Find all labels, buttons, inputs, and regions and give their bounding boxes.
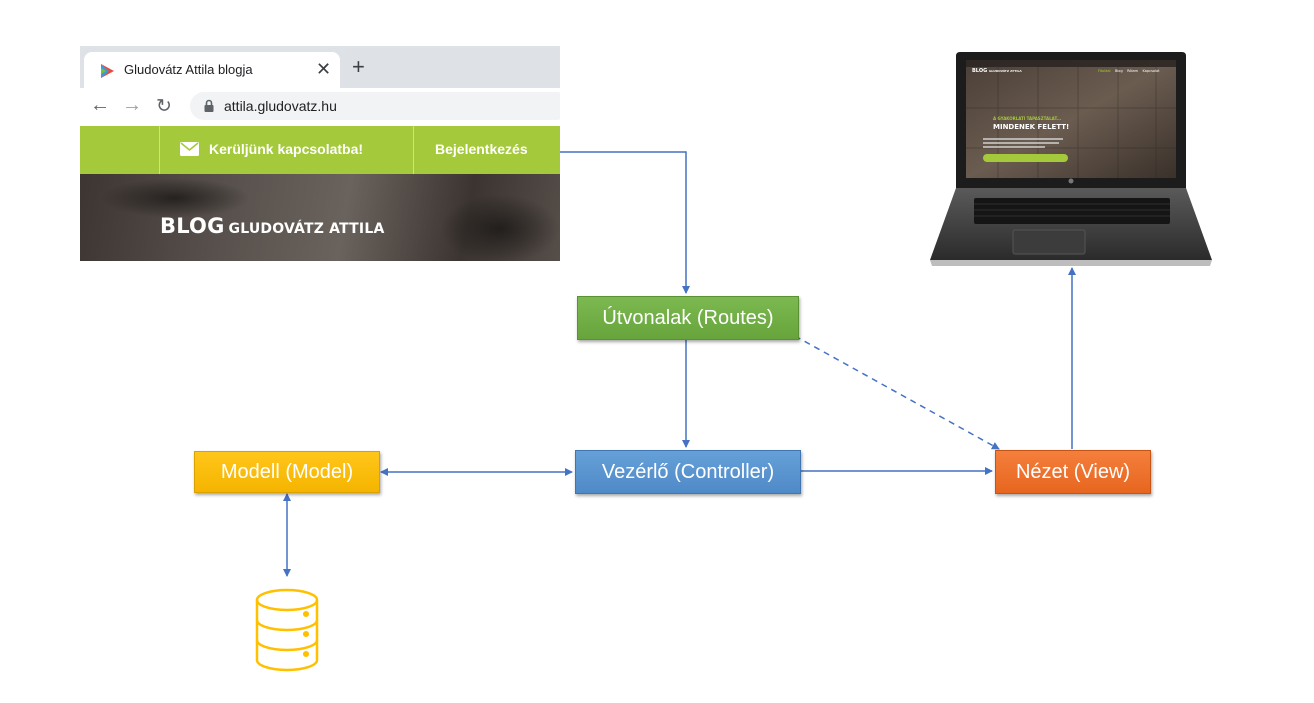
routes-label: Útvonalak (Routes) [602,306,774,329]
controller-label: Vezérlő (Controller) [601,460,775,483]
close-icon[interactable]: ✕ [316,59,332,79]
laptop-screen-kicker: A GYAKORLATI TAPASZTALAT... [993,116,1062,121]
address-bar[interactable]: attila.gludovatz.hu [190,92,560,120]
connector-routes-to-view-dashed [794,335,1000,450]
reload-icon[interactable]: ↻ [156,96,172,117]
laptop-screen-logo: BLOG GLUDOVÁTZ ATTILA [972,68,1022,74]
logo-big: BLOG [160,214,225,238]
lock-icon [204,99,214,112]
tab-strip: Gludovátz Attila blogja ✕ + [80,46,560,88]
connector-browser-to-routes [560,151,690,294]
nav-divider [413,126,414,174]
view-box: Nézet (View) [995,450,1151,494]
laptop-nav-item: Kapcsolat [1142,69,1160,73]
laptop-logo-big: BLOG [972,68,988,74]
hero-shadow [100,178,250,218]
site-favicon-icon [101,64,114,78]
laptop-touchpad [1012,229,1086,255]
site-nav-bar: Kerüljünk kapcsolatba! Bejelentkezés [80,126,560,174]
laptop-nav-item: Rólam [1127,69,1139,73]
contact-label: Kerüljünk kapcsolatba! [209,141,364,157]
arrow-right-icon[interactable]: → [122,94,142,116]
browser-screenshot: Gludovátz Attila blogja ✕ + ← → ↻ attila… [80,46,560,261]
controller-box: Vezérlő (Controller) [575,450,801,494]
contact-link[interactable]: Kerüljünk kapcsolatba! [180,141,363,157]
plus-icon[interactable]: + [352,54,365,79]
envelope-icon [180,142,199,156]
login-link[interactable]: Bejelentkezés [435,141,528,157]
laptop-nav-item: Főoldal [1098,69,1111,73]
view-label: Nézet (View) [1015,460,1131,483]
tab-title: Gludovátz Attila blogja [124,62,253,77]
browser-toolbar: ← → ↻ attila.gludovatz.hu [80,88,560,126]
routes-box: Útvonalak (Routes) [577,296,799,340]
arrow-left-icon[interactable]: ← [90,94,110,116]
laptop-screen-headline: MINDENEK FELETT! [993,123,1070,131]
laptop-screen-nav: Főoldal Blog Rólam Kapcsolat [1098,69,1160,73]
database-icon [255,588,319,672]
model-label: Modell (Model) [220,460,354,483]
url-text: attila.gludovatz.hu [224,98,337,114]
browser-tab[interactable]: Gludovátz Attila blogja ✕ [84,52,340,88]
logo-small: GLUDOVÁTZ ATTILA [228,221,385,237]
laptop-keyboard [974,198,1170,224]
model-box: Modell (Model) [194,451,380,493]
nav-divider [159,126,160,174]
laptop-logo-small: GLUDOVÁTZ ATTILA [988,69,1022,73]
hero-shadow [440,194,560,261]
laptop-nav-item: Blog [1114,69,1123,73]
laptop-image [930,52,1212,266]
